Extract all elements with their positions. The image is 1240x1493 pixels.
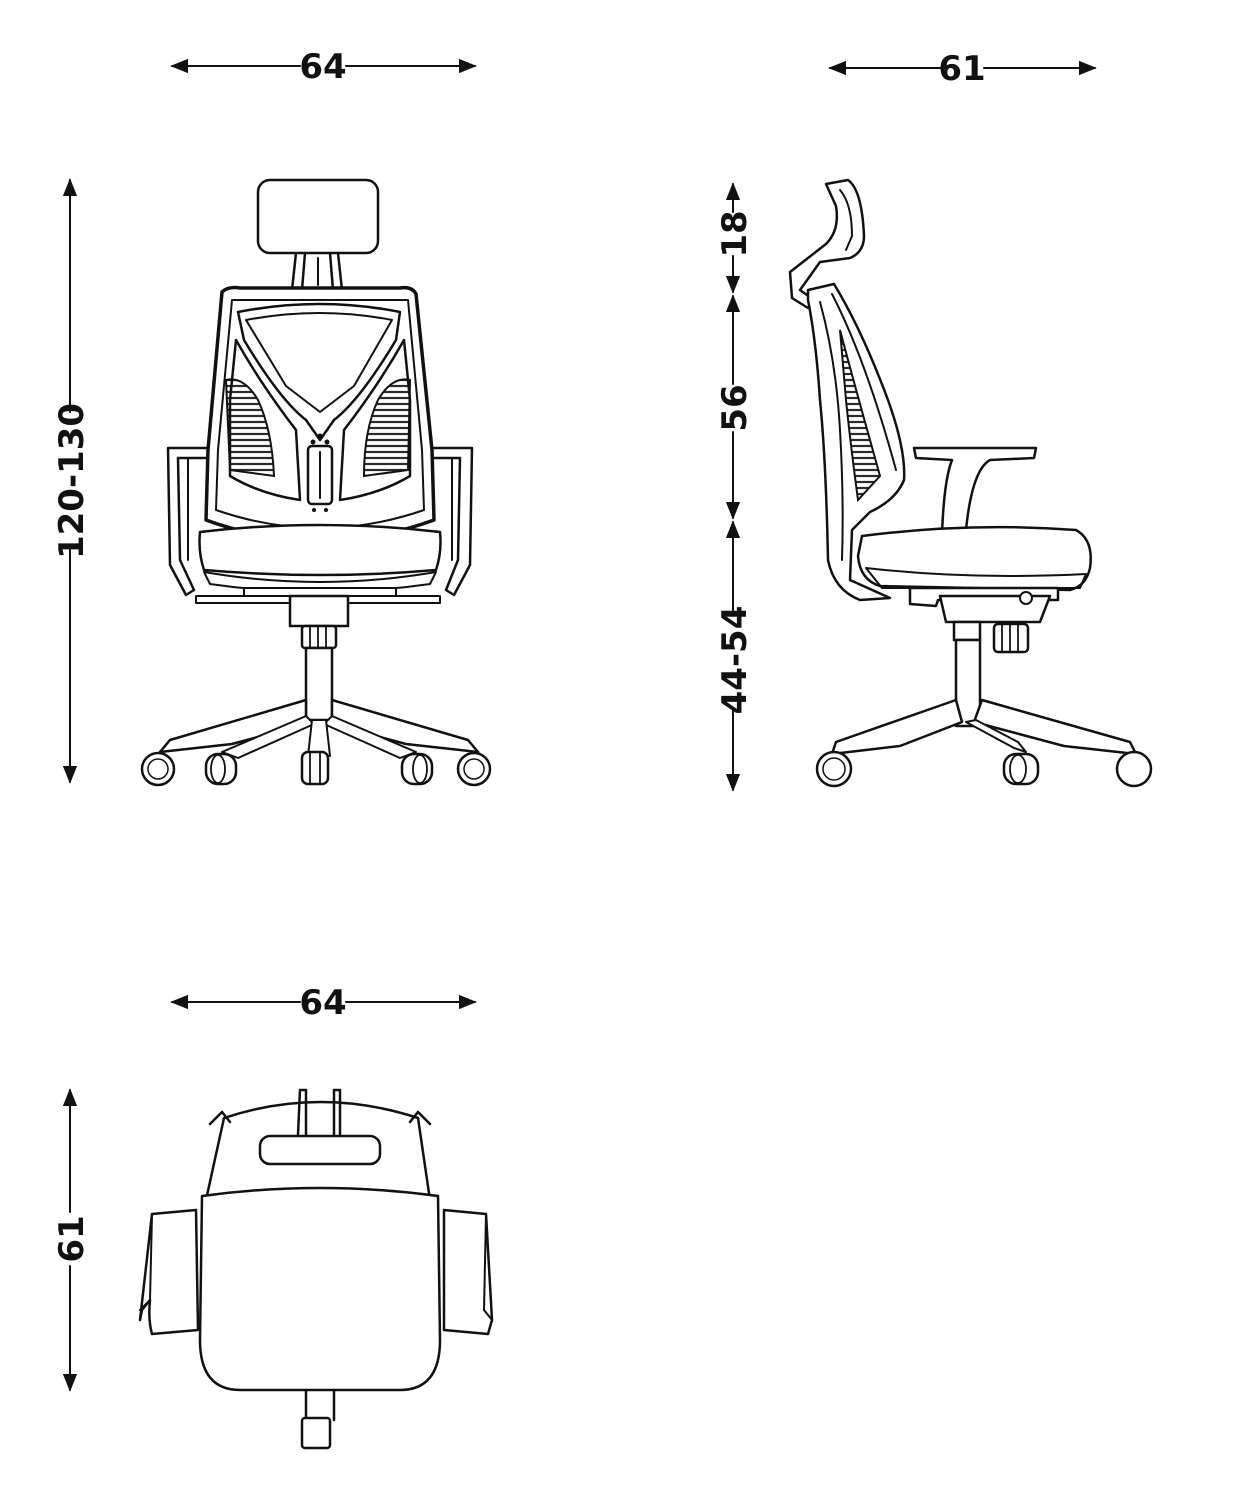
front-height-dimension: 120-130 (52, 178, 92, 784)
chair-top-drawing (138, 1088, 494, 1450)
caster (300, 750, 330, 786)
caster (456, 750, 492, 787)
caster (815, 750, 853, 788)
headrest-height-label: 18 (715, 210, 755, 257)
chair-side-drawing (788, 178, 1153, 788)
front-width-label: 64 (299, 47, 346, 87)
side-depth-dimension: 61 (828, 49, 1097, 89)
chair-front-drawing (140, 178, 492, 787)
top-width-dimension: 64 (170, 983, 477, 1023)
top-view: 64 61 (52, 983, 494, 1450)
front-width-dimension: 64 (170, 47, 477, 87)
side-height-dimensions: 18 56 44-54 (715, 182, 755, 792)
top-depth-label: 61 (52, 1215, 92, 1262)
top-depth-dimension: 61 (52, 1088, 92, 1392)
side-depth-label: 61 (938, 49, 985, 89)
front-view: 64 120-130 (52, 47, 492, 787)
caster (1115, 750, 1153, 788)
backrest-height-label: 56 (715, 384, 755, 431)
caster (400, 752, 434, 786)
side-view: 61 18 56 44-54 (715, 49, 1153, 792)
caster (1002, 752, 1040, 786)
caster (204, 752, 238, 786)
front-height-label: 120-130 (52, 403, 92, 559)
top-width-label: 64 (299, 983, 346, 1023)
seat-height-label: 44-54 (715, 606, 755, 715)
caster (140, 750, 176, 787)
